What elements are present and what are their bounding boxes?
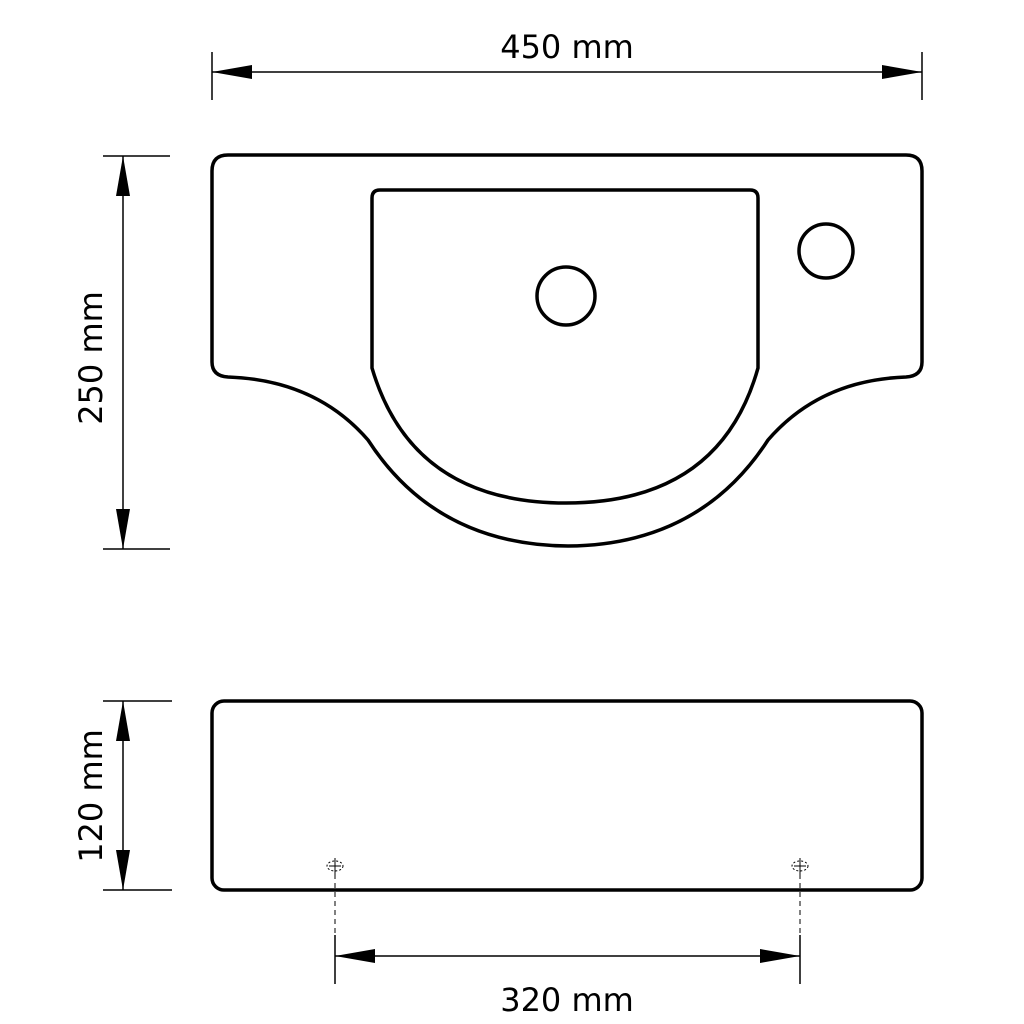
mount-spacing-label: 320 mm <box>500 981 634 1019</box>
top-view <box>210 153 924 548</box>
height-label: 120 mm <box>72 729 110 863</box>
tap-hole <box>797 222 855 280</box>
depth-label: 250 mm <box>72 291 110 425</box>
bowl-outline <box>370 188 760 505</box>
mounting-hole-right <box>791 858 809 935</box>
width-dimension: 450 mm <box>211 28 923 100</box>
basin-outline <box>210 153 924 548</box>
width-label: 450 mm <box>500 28 634 66</box>
front-view <box>210 699 924 935</box>
drain-hole <box>535 265 597 327</box>
depth-dimension: 250 mm <box>72 155 170 550</box>
mounting-hole-left <box>326 858 344 935</box>
height-dimension: 120 mm <box>72 700 172 891</box>
mount-spacing-dimension: 320 mm <box>334 935 801 1019</box>
